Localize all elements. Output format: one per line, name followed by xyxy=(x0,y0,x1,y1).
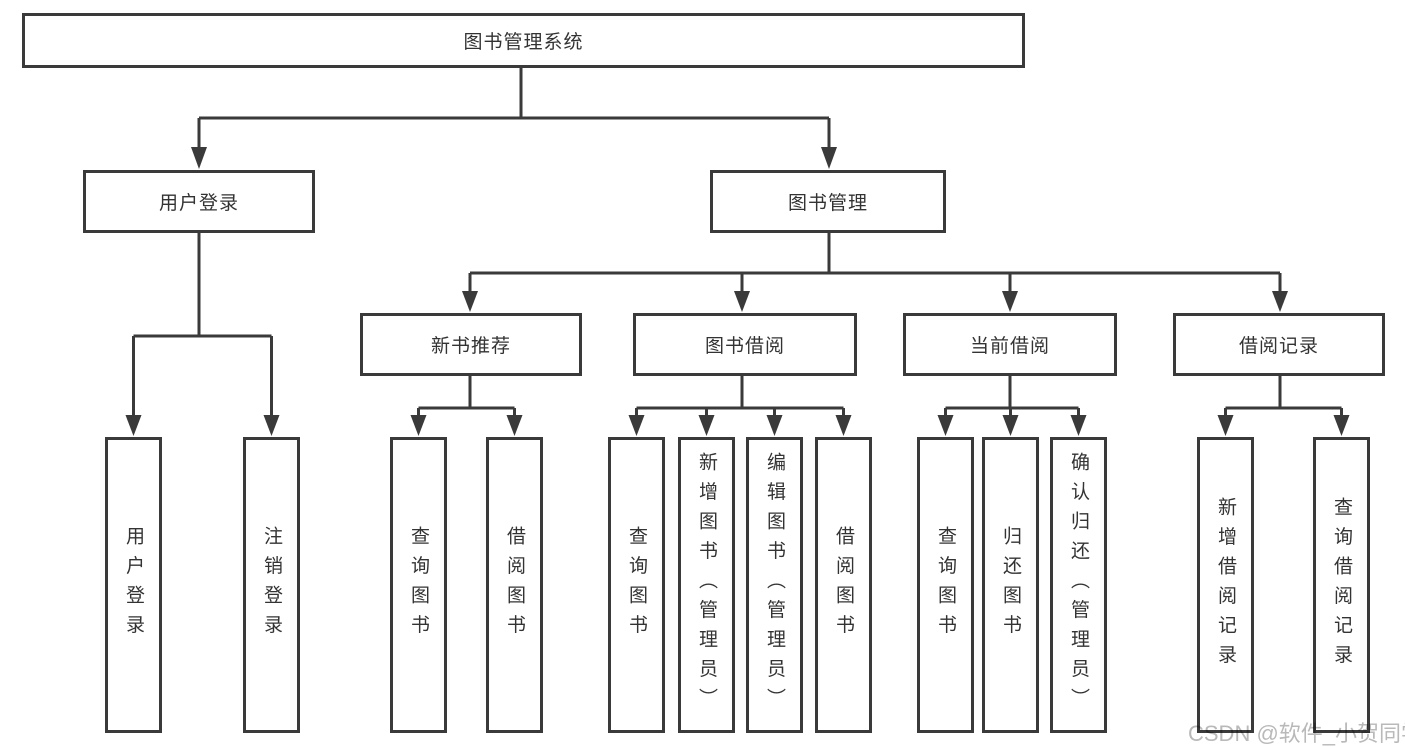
node-root-label: 图书管理系统 xyxy=(463,32,584,53)
node-borrow-records: 借阅记录 xyxy=(1173,313,1385,376)
arrowhead-icon xyxy=(1272,291,1288,312)
leaf-confirm-return-admin: 确认归还（管理员） xyxy=(1050,437,1107,733)
node-book-borrow-label: 图书借阅 xyxy=(704,336,785,357)
arrowhead-icon xyxy=(698,415,715,436)
connector-records-to-leaves xyxy=(1224,376,1343,419)
arrowhead-icon xyxy=(1002,291,1018,312)
arrowhead-icon xyxy=(125,415,142,436)
arrowhead-icon xyxy=(937,415,954,436)
leaf-query-book-1-label: 查询图书 xyxy=(408,526,429,644)
leaf-logout: 注销登录 xyxy=(243,437,300,733)
leaf-query-borrow-record-label: 查询借阅记录 xyxy=(1331,496,1352,674)
leaf-borrow-book-1: 借阅图书 xyxy=(486,437,543,733)
arrowhead-icon xyxy=(1002,415,1019,436)
leaf-add-book-admin: 新增图书（管理员） xyxy=(678,437,735,733)
leaf-add-borrow-record: 新增借阅记录 xyxy=(1197,437,1254,733)
arrowhead-icon xyxy=(766,415,783,436)
leaf-user-login-label: 用户登录 xyxy=(123,526,144,644)
leaf-query-book-2: 查询图书 xyxy=(608,437,665,733)
connector-curborrow-to-leaves xyxy=(944,376,1080,419)
leaf-query-book-1: 查询图书 xyxy=(390,437,447,733)
node-book-borrow: 图书借阅 xyxy=(633,313,857,376)
connector-root-to-level2 xyxy=(197,68,831,150)
arrowhead-icon xyxy=(628,415,645,436)
arrowhead-icon xyxy=(462,291,478,312)
leaf-query-borrow-record: 查询借阅记录 xyxy=(1313,437,1370,733)
leaf-edit-book-admin-label: 编辑图书（管理员） xyxy=(764,452,785,718)
arrowhead-icon xyxy=(1070,415,1087,436)
leaf-user-login: 用户登录 xyxy=(105,437,162,733)
arrowhead-icon xyxy=(410,415,427,436)
arrowhead-icon xyxy=(263,415,280,436)
node-borrow-records-label: 借阅记录 xyxy=(1238,336,1319,357)
leaf-borrow-book-2-label: 借阅图书 xyxy=(833,526,854,644)
node-new-book-recommend: 新书推荐 xyxy=(360,313,582,376)
arrowhead-icon xyxy=(1217,415,1234,436)
leaf-query-book-2-label: 查询图书 xyxy=(626,526,647,644)
connector-newbook-to-leaves xyxy=(417,376,516,419)
connector-bookmgmt-to-level3 xyxy=(468,233,1282,294)
node-new-book-recommend-label: 新书推荐 xyxy=(430,336,511,357)
arrowhead-icon xyxy=(821,147,837,169)
leaf-add-book-admin-label: 新增图书（管理员） xyxy=(696,452,717,718)
node-book-management-label: 图书管理 xyxy=(787,193,868,214)
node-user-login: 用户登录 xyxy=(83,170,315,233)
csdn-watermark: CSDN @软件_小贺同学 xyxy=(1188,721,1405,746)
leaf-borrow-book-1-label: 借阅图书 xyxy=(504,526,525,644)
leaf-return-book-label: 归还图书 xyxy=(1000,526,1021,644)
leaf-query-book-3: 查询图书 xyxy=(917,437,974,733)
node-root: 图书管理系统 xyxy=(22,13,1025,68)
leaf-borrow-book-2: 借阅图书 xyxy=(815,437,872,733)
arrowhead-icon xyxy=(1333,415,1350,436)
connector-elbows xyxy=(132,68,1343,419)
leaf-edit-book-admin: 编辑图书（管理员） xyxy=(746,437,803,733)
arrowhead-icon xyxy=(506,415,523,436)
arrowhead-icon xyxy=(734,291,750,312)
node-book-management: 图书管理 xyxy=(710,170,946,233)
leaf-confirm-return-admin-label: 确认归还（管理员） xyxy=(1068,452,1089,718)
connector-bookborrow-to-leaves xyxy=(635,376,845,419)
leaf-add-borrow-record-label: 新增借阅记录 xyxy=(1215,496,1236,674)
leaf-logout-label: 注销登录 xyxy=(261,526,282,644)
leaf-query-book-3-label: 查询图书 xyxy=(935,526,956,644)
node-current-borrow: 当前借阅 xyxy=(903,313,1117,376)
connector-userlogin-to-leaves xyxy=(132,233,273,418)
node-current-borrow-label: 当前借阅 xyxy=(969,336,1050,357)
leaf-return-book: 归还图书 xyxy=(982,437,1039,733)
node-user-login-label: 用户登录 xyxy=(158,193,239,214)
arrowhead-icon xyxy=(835,415,852,436)
arrowheads xyxy=(125,147,1350,436)
arrowhead-icon xyxy=(191,147,207,169)
